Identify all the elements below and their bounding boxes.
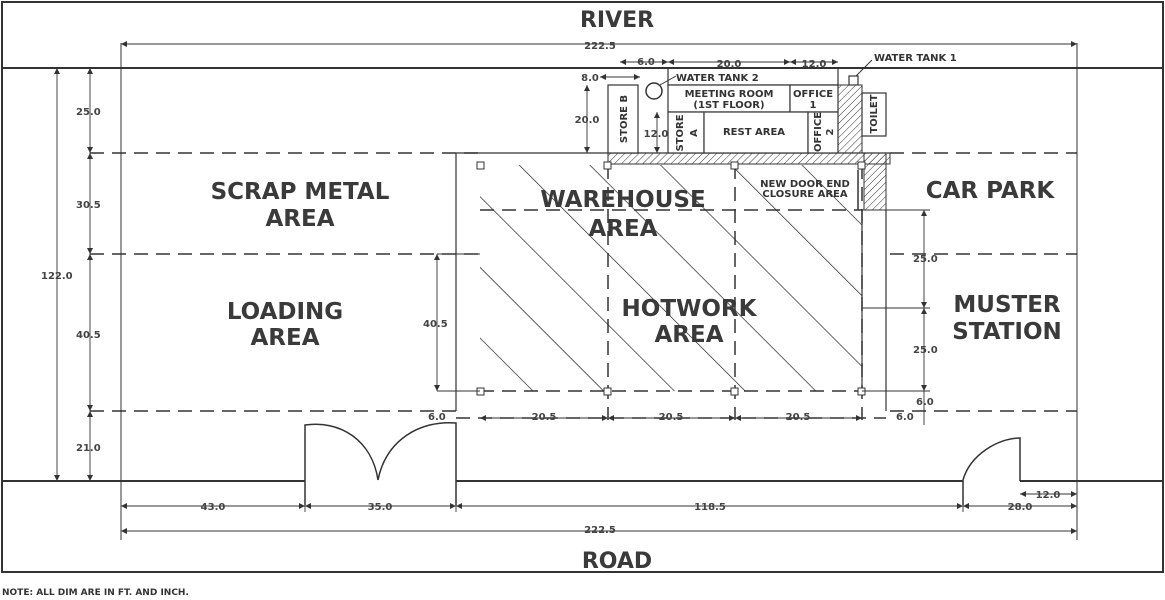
dim-office-20: 20.0 bbox=[575, 115, 600, 126]
warehouse-line2: AREA bbox=[588, 216, 657, 242]
rest-area-label: REST AREA bbox=[723, 127, 785, 138]
dim-bottom-118: 118.5 bbox=[694, 502, 726, 513]
water-tank-1-icon bbox=[848, 75, 859, 86]
muster-line1: MUSTER bbox=[953, 292, 1061, 318]
warehouse-line1: WAREHOUSE bbox=[540, 187, 705, 213]
water-tank-2-label: WATER TANK 2 bbox=[676, 73, 759, 84]
loading-line1: LOADING bbox=[227, 299, 343, 325]
dim-left-21: 21.0 bbox=[76, 443, 101, 454]
dim-top-12: 12.0 bbox=[802, 59, 827, 70]
meeting-room-line1: MEETING ROOM bbox=[685, 89, 774, 100]
dim-warehouse-height: 40.5 bbox=[423, 319, 448, 330]
dim-left-30: 30.5 bbox=[76, 200, 101, 211]
muster-line2: STATION bbox=[952, 319, 1062, 345]
dim-bay2: 20.5 bbox=[659, 412, 684, 423]
office1-line1: OFFICE bbox=[793, 89, 833, 100]
river-label: RIVER bbox=[580, 8, 654, 33]
dim-bottom-28: 28.0 bbox=[1008, 502, 1033, 513]
dim-bottom-43: 43.0 bbox=[201, 502, 226, 513]
dim-top-6: 6.0 bbox=[637, 57, 655, 68]
water-tank-1-label: WATER TANK 1 bbox=[874, 53, 957, 64]
dim-top-20: 20.0 bbox=[717, 59, 742, 70]
wall-corner bbox=[863, 152, 887, 211]
store-a-line2: A bbox=[689, 129, 700, 137]
dimension-note: NOTE: ALL DIM ARE IN FT. AND INCH. bbox=[2, 588, 189, 598]
scrap-metal-line2: AREA bbox=[265, 206, 334, 232]
outer-frame bbox=[1, 1, 1164, 573]
hotwork-line1: HOTWORK bbox=[622, 296, 758, 322]
dim-top-8: 8.0 bbox=[581, 73, 599, 84]
dim-gap-right: 6.0 bbox=[896, 412, 914, 423]
loading-line2: AREA bbox=[250, 325, 319, 351]
dim-gap-left: 6.0 bbox=[428, 412, 446, 423]
dim-right-lower: 25.0 bbox=[913, 345, 938, 356]
door-closure-line1: NEW DOOR END bbox=[760, 179, 850, 190]
dim-bay1: 20.5 bbox=[532, 412, 557, 423]
dim-left-40: 40.5 bbox=[76, 330, 101, 341]
door-closure-line2: CLOSURE AREA bbox=[762, 189, 847, 200]
scrap-metal-line1: SCRAP METAL bbox=[211, 179, 390, 205]
road-label: ROAD bbox=[582, 549, 652, 574]
wall-strip bbox=[607, 152, 891, 165]
dim-side-total: 122.0 bbox=[41, 271, 73, 282]
dim-right-6: 6.0 bbox=[916, 397, 934, 408]
dim-top-total: 222.5 bbox=[584, 41, 616, 52]
office2-line1: OFFICE bbox=[813, 112, 824, 152]
water-tank-2-icon bbox=[645, 82, 663, 100]
office1-line2: 1 bbox=[810, 100, 817, 111]
main-gate bbox=[304, 422, 457, 505]
dim-left-25: 25.0 bbox=[76, 107, 101, 118]
office-block bbox=[607, 67, 887, 154]
toilet-label: TOILET bbox=[869, 94, 880, 133]
store-a-line1: STORE bbox=[675, 114, 686, 151]
dim-bottom-35: 35.0 bbox=[368, 502, 393, 513]
dim-bay3: 20.5 bbox=[786, 412, 811, 423]
columns bbox=[476, 161, 866, 396]
hatched-building-area bbox=[480, 165, 862, 391]
car-park-label: CAR PARK bbox=[926, 178, 1056, 204]
dim-right-upper: 25.0 bbox=[913, 254, 938, 265]
meeting-room-line2: (1ST FLOOR) bbox=[693, 100, 764, 111]
hotwork-line2: AREA bbox=[654, 322, 723, 348]
dim-bottom-12: 12.0 bbox=[1036, 490, 1061, 501]
office2-line2: 2 bbox=[825, 128, 836, 135]
side-gate bbox=[962, 437, 1021, 505]
dim-office-12: 12.0 bbox=[644, 129, 669, 140]
dim-bottom-total: 222.5 bbox=[584, 525, 616, 536]
store-b-label: STORE B bbox=[619, 95, 630, 143]
